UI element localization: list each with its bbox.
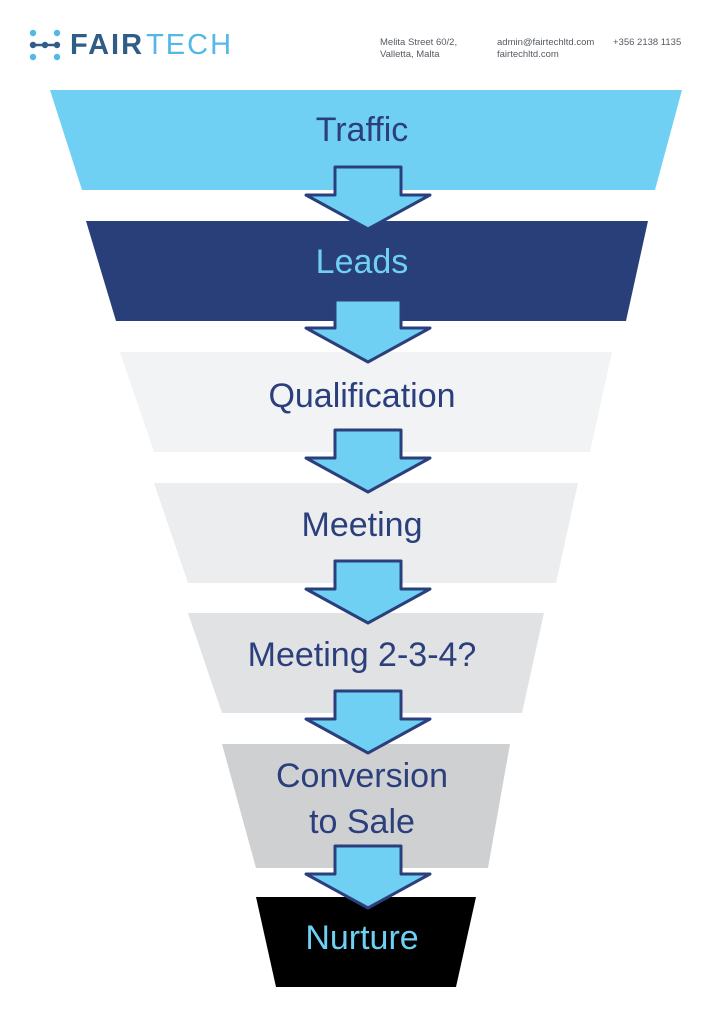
funnel-stage-meeting — [154, 483, 578, 583]
funnel-stage-leads — [86, 221, 648, 321]
down-arrow-icon — [304, 298, 432, 364]
contact-email: admin@fairtechltd.com — [497, 37, 595, 48]
logo-word-tech: TECH — [146, 29, 234, 61]
stage-label-traffic: Traffic — [315, 111, 409, 149]
contact-address: Melita Street 60/2, Valletta, Malta — [380, 37, 457, 61]
stage-label-meeting-2-3-4: Meeting 2-3-4? — [247, 636, 477, 674]
down-arrow-icon — [304, 844, 432, 910]
down-arrow-icon — [304, 689, 432, 755]
sales-funnel-diagram: Traffic Leads Qualification Meeting Meet… — [0, 80, 724, 1024]
contact-online: admin@fairtechltd.com fairtechltd.com — [497, 37, 594, 61]
funnel-stage-qualification — [120, 352, 612, 452]
contact-phone: +356 2138 1135 — [613, 37, 682, 48]
letterhead: FAIRTECH Melita Street 60/2, Valletta, M… — [0, 0, 724, 80]
stage-label-meeting: Meeting — [301, 506, 423, 544]
stage-label-conversion-line-2: to Sale — [309, 803, 415, 841]
stage-label-nurture: Nurture — [305, 919, 419, 957]
funnel-stage-meeting-2-3-4 — [188, 613, 544, 713]
down-arrow-icon — [304, 428, 432, 494]
contact-website: fairtechltd.com — [497, 49, 559, 60]
stage-label-qualification: Qualification — [268, 377, 456, 415]
funnel-shapes — [50, 90, 682, 987]
funnel-stage-conversion — [222, 744, 510, 868]
stage-label-leads: Leads — [315, 243, 409, 281]
logo-wordmark: FAIRTECH — [70, 28, 233, 62]
stage-label-conversion-line-1: Conversion — [276, 757, 448, 795]
down-arrow-icon — [304, 559, 432, 625]
address-line-1: Melita Street 60/2, — [380, 37, 458, 48]
contact-phone-block: +356 2138 1135 — [613, 37, 681, 49]
address-line-2: Valletta, Malta — [380, 49, 440, 60]
stage-label-conversion-to-sale: Conversion to Sale — [0, 756, 724, 842]
down-arrow-icon — [304, 165, 432, 231]
fairtech-logo-mark-icon — [29, 29, 61, 61]
fairtech-logo: FAIRTECH — [28, 28, 233, 62]
funnel-stage-traffic — [50, 90, 682, 190]
funnel-stage-nurture — [256, 897, 476, 987]
logo-word-fair: FAIR — [70, 29, 145, 61]
